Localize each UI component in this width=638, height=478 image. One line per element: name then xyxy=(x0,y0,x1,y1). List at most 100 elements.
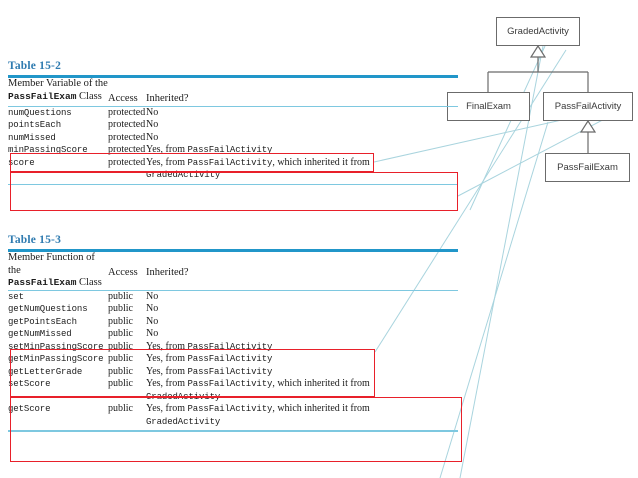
cell-inherited: Yes, from PassFailActivity, which inheri… xyxy=(146,403,458,428)
uml-class-label: PassFailActivity xyxy=(554,101,622,112)
cell-member-name: getScore xyxy=(8,404,51,415)
cell-member-name: numMissed xyxy=(8,132,56,143)
inherited-text: Yes, from xyxy=(146,378,188,390)
table-row: getMinPassingScore public Yes, from Pass… xyxy=(8,353,458,366)
table-15-2-block: Table 15-2 Member Variable of the PassFa… xyxy=(0,60,458,186)
header-line-2-suffix: Class xyxy=(76,277,102,288)
uml-class-label: GradedActivity xyxy=(507,26,569,37)
table-15-2-title: Table 15-2 xyxy=(8,60,62,72)
table-15-2-top-rule xyxy=(8,75,458,78)
cell-access: public xyxy=(108,315,133,327)
cell-access: protected xyxy=(108,144,146,156)
header-line-1: Member Variable of the xyxy=(8,78,108,89)
inherited-text-cont: , which inherited it from xyxy=(272,378,370,390)
inherited-class-name: PassFailActivity xyxy=(187,379,273,390)
table-row: numMissed protected No xyxy=(8,132,458,145)
cell-inherited: No xyxy=(146,291,458,304)
leader-line-gradedactivity-left xyxy=(469,45,546,211)
uml-class-label: PassFailExam xyxy=(557,162,618,173)
inherited-text: No xyxy=(146,119,159,131)
cell-member-name: getPointsEach xyxy=(8,316,77,327)
column-header-access: Access xyxy=(108,267,138,278)
cell-member-name: setScore xyxy=(8,379,51,390)
inherited-class-name: PassFailActivity xyxy=(187,354,273,365)
cell-member-name: setMinPassingScore xyxy=(8,341,104,352)
cell-member-name: getNumQuestions xyxy=(8,304,88,315)
cell-access: public xyxy=(108,353,133,365)
leader-line-setminpassingscore xyxy=(374,49,567,353)
table-row: score protected Yes, from PassFailActivi… xyxy=(8,157,458,182)
cell-access: public xyxy=(108,378,133,390)
cell-member-name: pointsEach xyxy=(8,120,62,131)
table-row: numQuestions protected No xyxy=(8,107,458,120)
cell-inherited: Yes, from PassFailActivity xyxy=(146,353,458,366)
inherited-text: Yes, from xyxy=(146,156,188,168)
inheritance-triangle-passfailactivity xyxy=(579,119,597,133)
column-header-member-function: Member Function of the PassFailExam Clas… xyxy=(8,252,108,290)
cell-access: public xyxy=(108,290,133,302)
table-15-3-body: set public No getNumQuestions public No … xyxy=(8,291,458,429)
cell-member-name: set xyxy=(8,291,24,302)
table-15-3: Member Function of the PassFailExam Clas… xyxy=(8,252,458,290)
inherited-class-name: PassFailActivity xyxy=(187,341,273,352)
table-row: setScore public Yes, from PassFailActivi… xyxy=(8,378,458,403)
uml-class-finalexam: FinalExam xyxy=(447,92,530,121)
cell-member-name: getLetterGrade xyxy=(8,366,83,377)
column-header-access: Access xyxy=(108,93,138,104)
cell-access: protected xyxy=(108,156,146,168)
uml-class-gradedactivity: GradedActivity xyxy=(496,17,580,46)
cell-inherited: Yes, from PassFailActivity xyxy=(146,144,458,157)
table-15-2-body: numQuestions protected No pointsEach pro… xyxy=(8,107,458,182)
header-line-2-suffix: Class xyxy=(76,90,102,102)
cell-access: protected xyxy=(108,119,146,131)
inherited-text-cont: , which inherited it from xyxy=(272,403,370,415)
inherited-class-name-2: GradedActivity xyxy=(146,416,221,427)
uml-class-label: FinalExam xyxy=(466,101,511,112)
cell-access: public xyxy=(108,340,133,352)
table-row: getNumQuestions public No xyxy=(8,303,458,316)
header-class-name: PassFailExam xyxy=(8,90,77,102)
table-row: pointsEach protected No xyxy=(8,119,458,132)
inherited-text: No xyxy=(146,106,159,118)
cell-member-name: score xyxy=(8,157,35,168)
inheritance-triangle-gradedactivity xyxy=(529,44,547,58)
table-15-2-header-rule xyxy=(8,105,458,107)
inherited-text: No xyxy=(146,131,159,143)
inherited-class-name: PassFailActivity xyxy=(187,145,273,156)
inherited-text: Yes, from xyxy=(146,353,188,365)
inherited-text: Yes, from xyxy=(146,403,188,415)
inherited-text: No xyxy=(146,315,159,327)
cell-inherited: Yes, from PassFailActivity, which inheri… xyxy=(146,378,458,403)
cell-access: protected xyxy=(108,131,146,143)
inherited-class-name: PassFailActivity xyxy=(187,366,273,377)
inherited-text: Yes, from xyxy=(146,340,188,352)
cell-access: public xyxy=(108,403,133,415)
generalization-to-gradedactivity xyxy=(487,55,589,92)
table-row: getNumMissed public No xyxy=(8,328,458,341)
cell-access: public xyxy=(108,303,133,315)
leader-line-minpassingscore xyxy=(373,116,576,163)
table-15-3-title: Table 15-3 xyxy=(8,234,62,246)
table-header-row: Member Variable of the PassFailExam Clas… xyxy=(8,78,458,106)
table-row: minPassingScore protected Yes, from Pass… xyxy=(8,144,458,157)
table-header-row: Member Function of the PassFailExam Clas… xyxy=(8,252,458,290)
table-row: set public No xyxy=(8,291,458,304)
inherited-class-name-2: GradedActivity xyxy=(146,391,221,402)
header-line-1: Member Function of the xyxy=(8,252,95,276)
cell-access: protected xyxy=(108,106,146,118)
table-row: setMinPassingScore public Yes, from Pass… xyxy=(8,341,458,354)
inherited-class-name-2: GradedActivity xyxy=(146,170,221,181)
inherited-class-name: PassFailActivity xyxy=(187,157,273,168)
cell-access: public xyxy=(108,328,133,340)
table-row: getPointsEach public No xyxy=(8,316,458,329)
cell-member-name: getMinPassingScore xyxy=(8,354,104,365)
inherited-text: Yes, from xyxy=(146,365,188,377)
table-15-3-top-rule xyxy=(8,249,458,252)
table-row: getLetterGrade public Yes, from PassFail… xyxy=(8,366,458,379)
uml-class-passfailactivity: PassFailActivity xyxy=(543,92,633,121)
table-15-2: Member Variable of the PassFailExam Clas… xyxy=(8,78,458,106)
cell-inherited: No xyxy=(146,316,458,329)
inherited-text: Yes, from xyxy=(146,144,188,156)
inherited-text: No xyxy=(146,290,159,302)
